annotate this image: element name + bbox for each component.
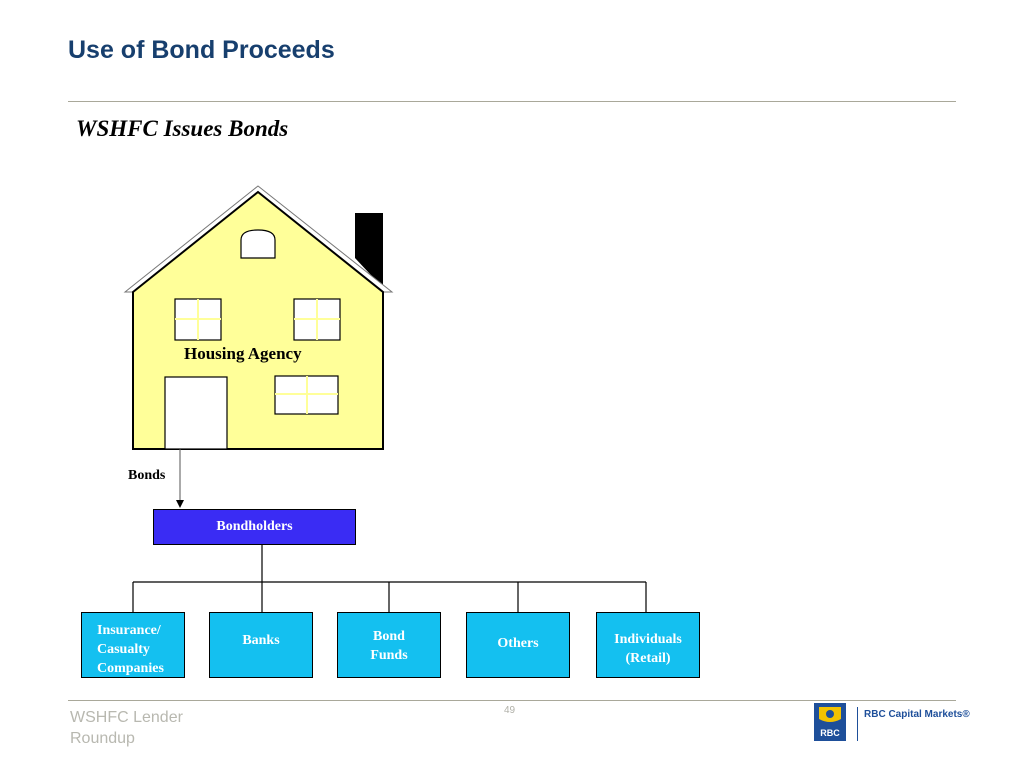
connector-lines — [132, 545, 647, 612]
rbc-capital-markets-text: RBC Capital Markets® — [864, 709, 970, 720]
logo-divider — [857, 707, 858, 741]
bondholders-box: Bondholders — [153, 509, 356, 545]
window-upper-right — [293, 298, 341, 341]
page-number: 49 — [504, 705, 516, 716]
category-bond-funds: Bond Funds — [337, 612, 441, 678]
footer-divider — [68, 700, 956, 701]
rbc-shield-icon: RBC — [814, 703, 846, 741]
window-lower-right — [274, 375, 339, 415]
category-others: Others — [466, 612, 570, 678]
category-individuals: Individuals (Retail) — [596, 612, 700, 678]
house-illustration — [123, 185, 394, 450]
rbc-logo: RBC RBC Capital Markets® — [814, 703, 970, 743]
chimney — [355, 213, 383, 288]
rbc-mark-text: RBC — [820, 728, 840, 738]
bonds-arrow — [176, 449, 184, 508]
bonds-arrow-label: Bonds — [128, 468, 166, 483]
page-title: Use of Bond Proceeds — [68, 36, 335, 64]
category-insurance: Insurance/ Casualty Companies — [81, 612, 185, 678]
window-upper-left — [174, 298, 222, 341]
title-divider — [68, 101, 956, 102]
diagram-subtitle: WSHFC Issues Bonds — [76, 116, 289, 141]
attic-window — [240, 229, 276, 259]
housing-agency-label: Housing Agency — [184, 344, 302, 363]
category-banks: Banks — [209, 612, 313, 678]
footer-title: WSHFC Lender Roundup — [70, 709, 183, 747]
house-door — [164, 376, 228, 450]
